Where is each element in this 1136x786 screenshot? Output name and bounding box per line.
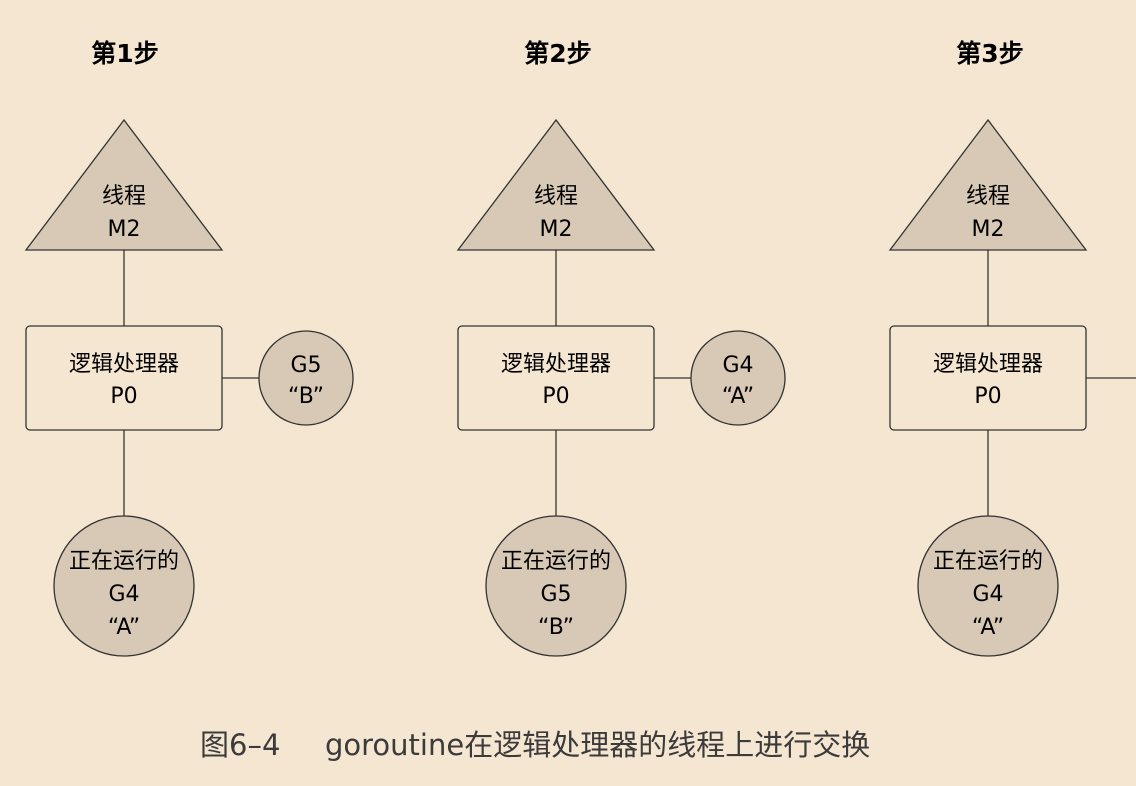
- running-goroutine-id: G5: [540, 582, 571, 607]
- processor-box-shape: [889, 325, 1087, 431]
- local-goroutine: G5 “B”: [258, 330, 354, 426]
- running-goroutine-circle: [485, 515, 627, 657]
- processor-id: P0: [110, 384, 137, 409]
- running-goroutine-name: “A”: [108, 615, 140, 640]
- running-goroutine-label: 正在运行的: [933, 549, 1043, 574]
- processor-box: 逻辑处理器 P0: [25, 325, 223, 431]
- local-goroutine-name: “A”: [722, 384, 754, 409]
- running-goroutine-name: “A”: [972, 615, 1004, 640]
- running-goroutine-id: G4: [972, 582, 1003, 607]
- caption-label: 图6–4: [200, 728, 280, 762]
- thread-id: M2: [108, 217, 141, 242]
- processor-label: 逻辑处理器: [501, 352, 611, 377]
- thread-triangle-shape: [24, 118, 224, 251]
- step-title: 第3步: [956, 39, 1023, 68]
- local-goroutine-name: “B”: [288, 384, 324, 409]
- processor-label: 逻辑处理器: [933, 352, 1043, 377]
- running-goroutine: 正在运行的 G4 “A”: [917, 515, 1059, 657]
- local-goroutine: G4 “A”: [690, 330, 786, 426]
- processor-box-shape: [457, 325, 655, 431]
- figure-caption: 图6–4 goroutine在逻辑处理器的线程上进行交换: [200, 728, 870, 762]
- step-2: 第2步 线程 M2 逻辑处理器 P0 G4 “A” 正在运行的 G5 “B”: [456, 39, 786, 657]
- step-title: 第1步: [91, 39, 158, 68]
- thread-triangle: 线程 M2: [888, 118, 1088, 251]
- running-goroutine-label: 正在运行的: [69, 549, 179, 574]
- thread-label: 线程: [966, 184, 1010, 209]
- running-goroutine: 正在运行的 G5 “B”: [485, 515, 627, 657]
- local-goroutine-circle: [690, 330, 786, 426]
- local-goroutine-circle: [258, 330, 354, 426]
- running-goroutine-circle: [917, 515, 1059, 657]
- processor-box: 逻辑处理器 P0: [889, 325, 1087, 431]
- thread-id: M2: [540, 217, 573, 242]
- thread-triangle: 线程 M2: [456, 118, 656, 251]
- processor-box: 逻辑处理器 P0: [457, 325, 655, 431]
- processor-box-shape: [25, 325, 223, 431]
- thread-triangle-shape: [456, 118, 656, 251]
- local-goroutine-id: G4: [722, 353, 753, 378]
- running-goroutine: 正在运行的 G4 “A”: [53, 515, 195, 657]
- running-goroutine-circle: [53, 515, 195, 657]
- local-goroutine-id: G5: [290, 353, 321, 378]
- running-goroutine-name: “B”: [538, 615, 574, 640]
- thread-triangle-shape: [888, 118, 1088, 251]
- step-title: 第2步: [524, 39, 591, 68]
- running-goroutine-label: 正在运行的: [501, 549, 611, 574]
- running-goroutine-id: G4: [108, 582, 139, 607]
- step-1: 第1步 线程 M2 逻辑处理器 P0 G5 “B” 正在运行的 G4 “A”: [24, 39, 354, 657]
- processor-id: P0: [542, 384, 569, 409]
- step-3: 第3步 线程 M2 逻辑处理器 P0 正在运行的 G4 “A”: [888, 39, 1136, 657]
- processor-id: P0: [974, 384, 1001, 409]
- thread-id: M2: [972, 217, 1005, 242]
- thread-triangle: 线程 M2: [24, 118, 224, 251]
- thread-label: 线程: [534, 184, 578, 209]
- processor-label: 逻辑处理器: [69, 352, 179, 377]
- caption-text: goroutine在逻辑处理器的线程上进行交换: [325, 728, 870, 762]
- thread-label: 线程: [102, 184, 146, 209]
